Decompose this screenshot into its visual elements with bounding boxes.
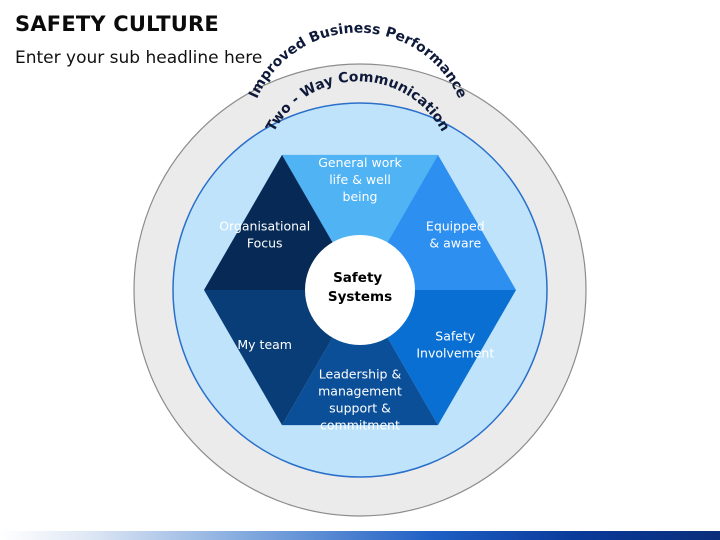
- segment-label-line: & aware: [429, 236, 481, 251]
- segment-leadership: [282, 290, 438, 426]
- page-subtitle: Enter your sub headline here: [15, 48, 263, 68]
- segment-label-line: support &: [329, 401, 391, 416]
- segment-label-line: commitment: [320, 418, 400, 433]
- segment-label-line: life & well: [329, 172, 391, 187]
- segment-label-line: Involvement: [416, 346, 494, 361]
- segment-label-line: being: [343, 189, 378, 204]
- segment-general-work: [282, 154, 438, 290]
- segment-label-my-team: My team: [237, 337, 292, 352]
- footer-gradient-bar: [0, 531, 720, 540]
- segment-label-line: Organisational: [219, 219, 310, 234]
- center-circle: [305, 235, 415, 345]
- segment-label-line: My team: [237, 337, 292, 352]
- segment-label-general-work: General work life & well being: [318, 155, 402, 204]
- center-label: Safety Systems: [328, 270, 392, 305]
- center-label-line-2: Systems: [328, 289, 392, 305]
- segment-label-leadership: Leadership & management support & commitmen…: [318, 367, 402, 433]
- page-title: SAFETY CULTURE: [15, 12, 219, 36]
- center-label-line-1: Safety: [333, 270, 382, 286]
- segment-label-line: Equipped: [426, 219, 485, 234]
- segment-label-line: Safety: [435, 329, 476, 344]
- segment-label-line: management: [318, 384, 402, 399]
- segment-label-line: Leadership &: [319, 367, 402, 382]
- segment-label-equipped: Equipped & aware: [426, 219, 485, 251]
- segment-label-line: General work: [318, 155, 402, 170]
- segment-label-line: Focus: [247, 236, 283, 251]
